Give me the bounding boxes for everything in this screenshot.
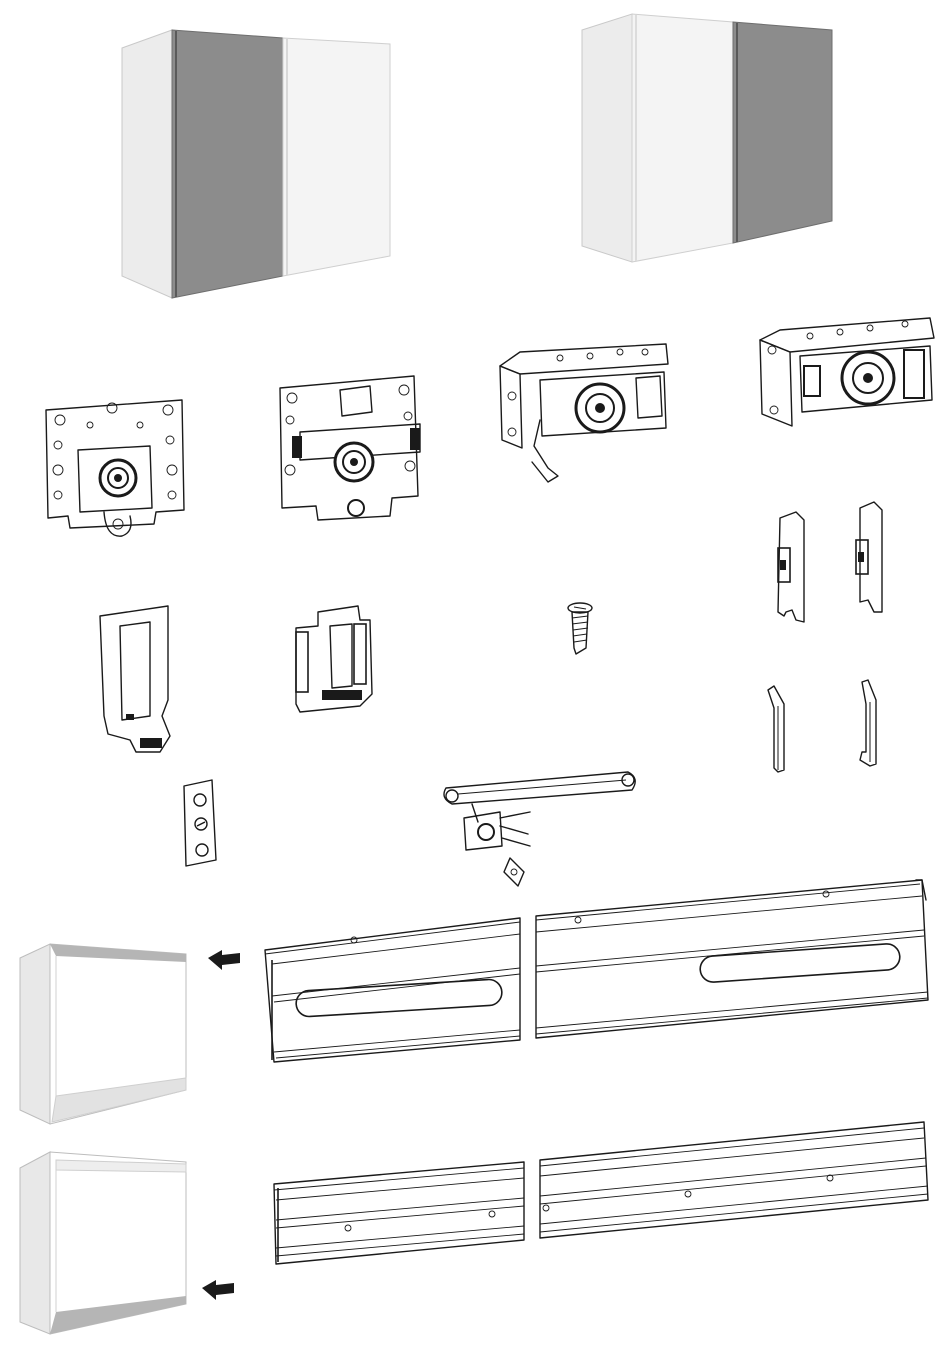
top-roller-bracket-b [760,318,934,426]
roller-carrier-b [280,376,420,520]
top-rail [265,880,928,1062]
top-roller-bracket-a [500,344,668,482]
damper-arm-with-clamp [444,772,635,886]
hook-clip-b [860,680,876,766]
cabinet-top-position [20,944,186,1124]
bottom-rail [274,1122,928,1264]
wardrobe-left-illustration [122,30,390,298]
bottom-guide-a [100,606,170,752]
wardrobe-right-illustration [582,14,832,262]
roller-carrier-a [46,400,184,536]
bottom-guide-b [296,606,372,712]
cabinet-bottom-position [20,1152,186,1334]
door-stop-clip-a [778,512,804,622]
mounting-plate [184,780,216,866]
arrow-bottom-icon [202,1280,234,1300]
door-stop-clip-b [856,502,882,612]
screw-part [568,603,592,654]
hook-clip-a [768,686,784,772]
arrow-top-icon [208,950,240,970]
